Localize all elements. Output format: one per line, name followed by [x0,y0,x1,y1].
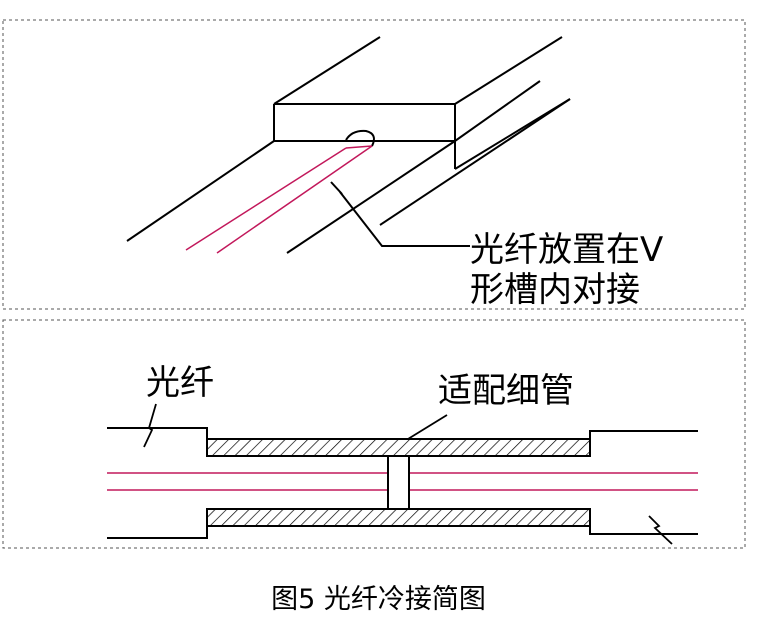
sleeve-wall-bottom [206,508,591,527]
fiber-core-lines [107,472,698,491]
label-fiber-in-v-groove-line2: 形槽内对接 [470,270,640,310]
figure-caption: 图5 光纤冷接简图 [271,584,486,615]
sleeve-wall-top [206,438,591,457]
label-leader-top [330,181,470,247]
fiber-break-marks [143,403,673,545]
fiber-end-faces [387,456,410,509]
v-groove-block [126,36,571,254]
label-adapter-sleeve: 适配细管 [438,371,574,411]
fiber-in-groove [185,145,373,254]
label-leader-sleeve [407,414,448,440]
label-fiber-in-v-groove-line1: 光纤放置在V [470,230,664,270]
bottom-panel-frame [2,319,746,549]
label-fiber: 光纤 [146,363,214,403]
